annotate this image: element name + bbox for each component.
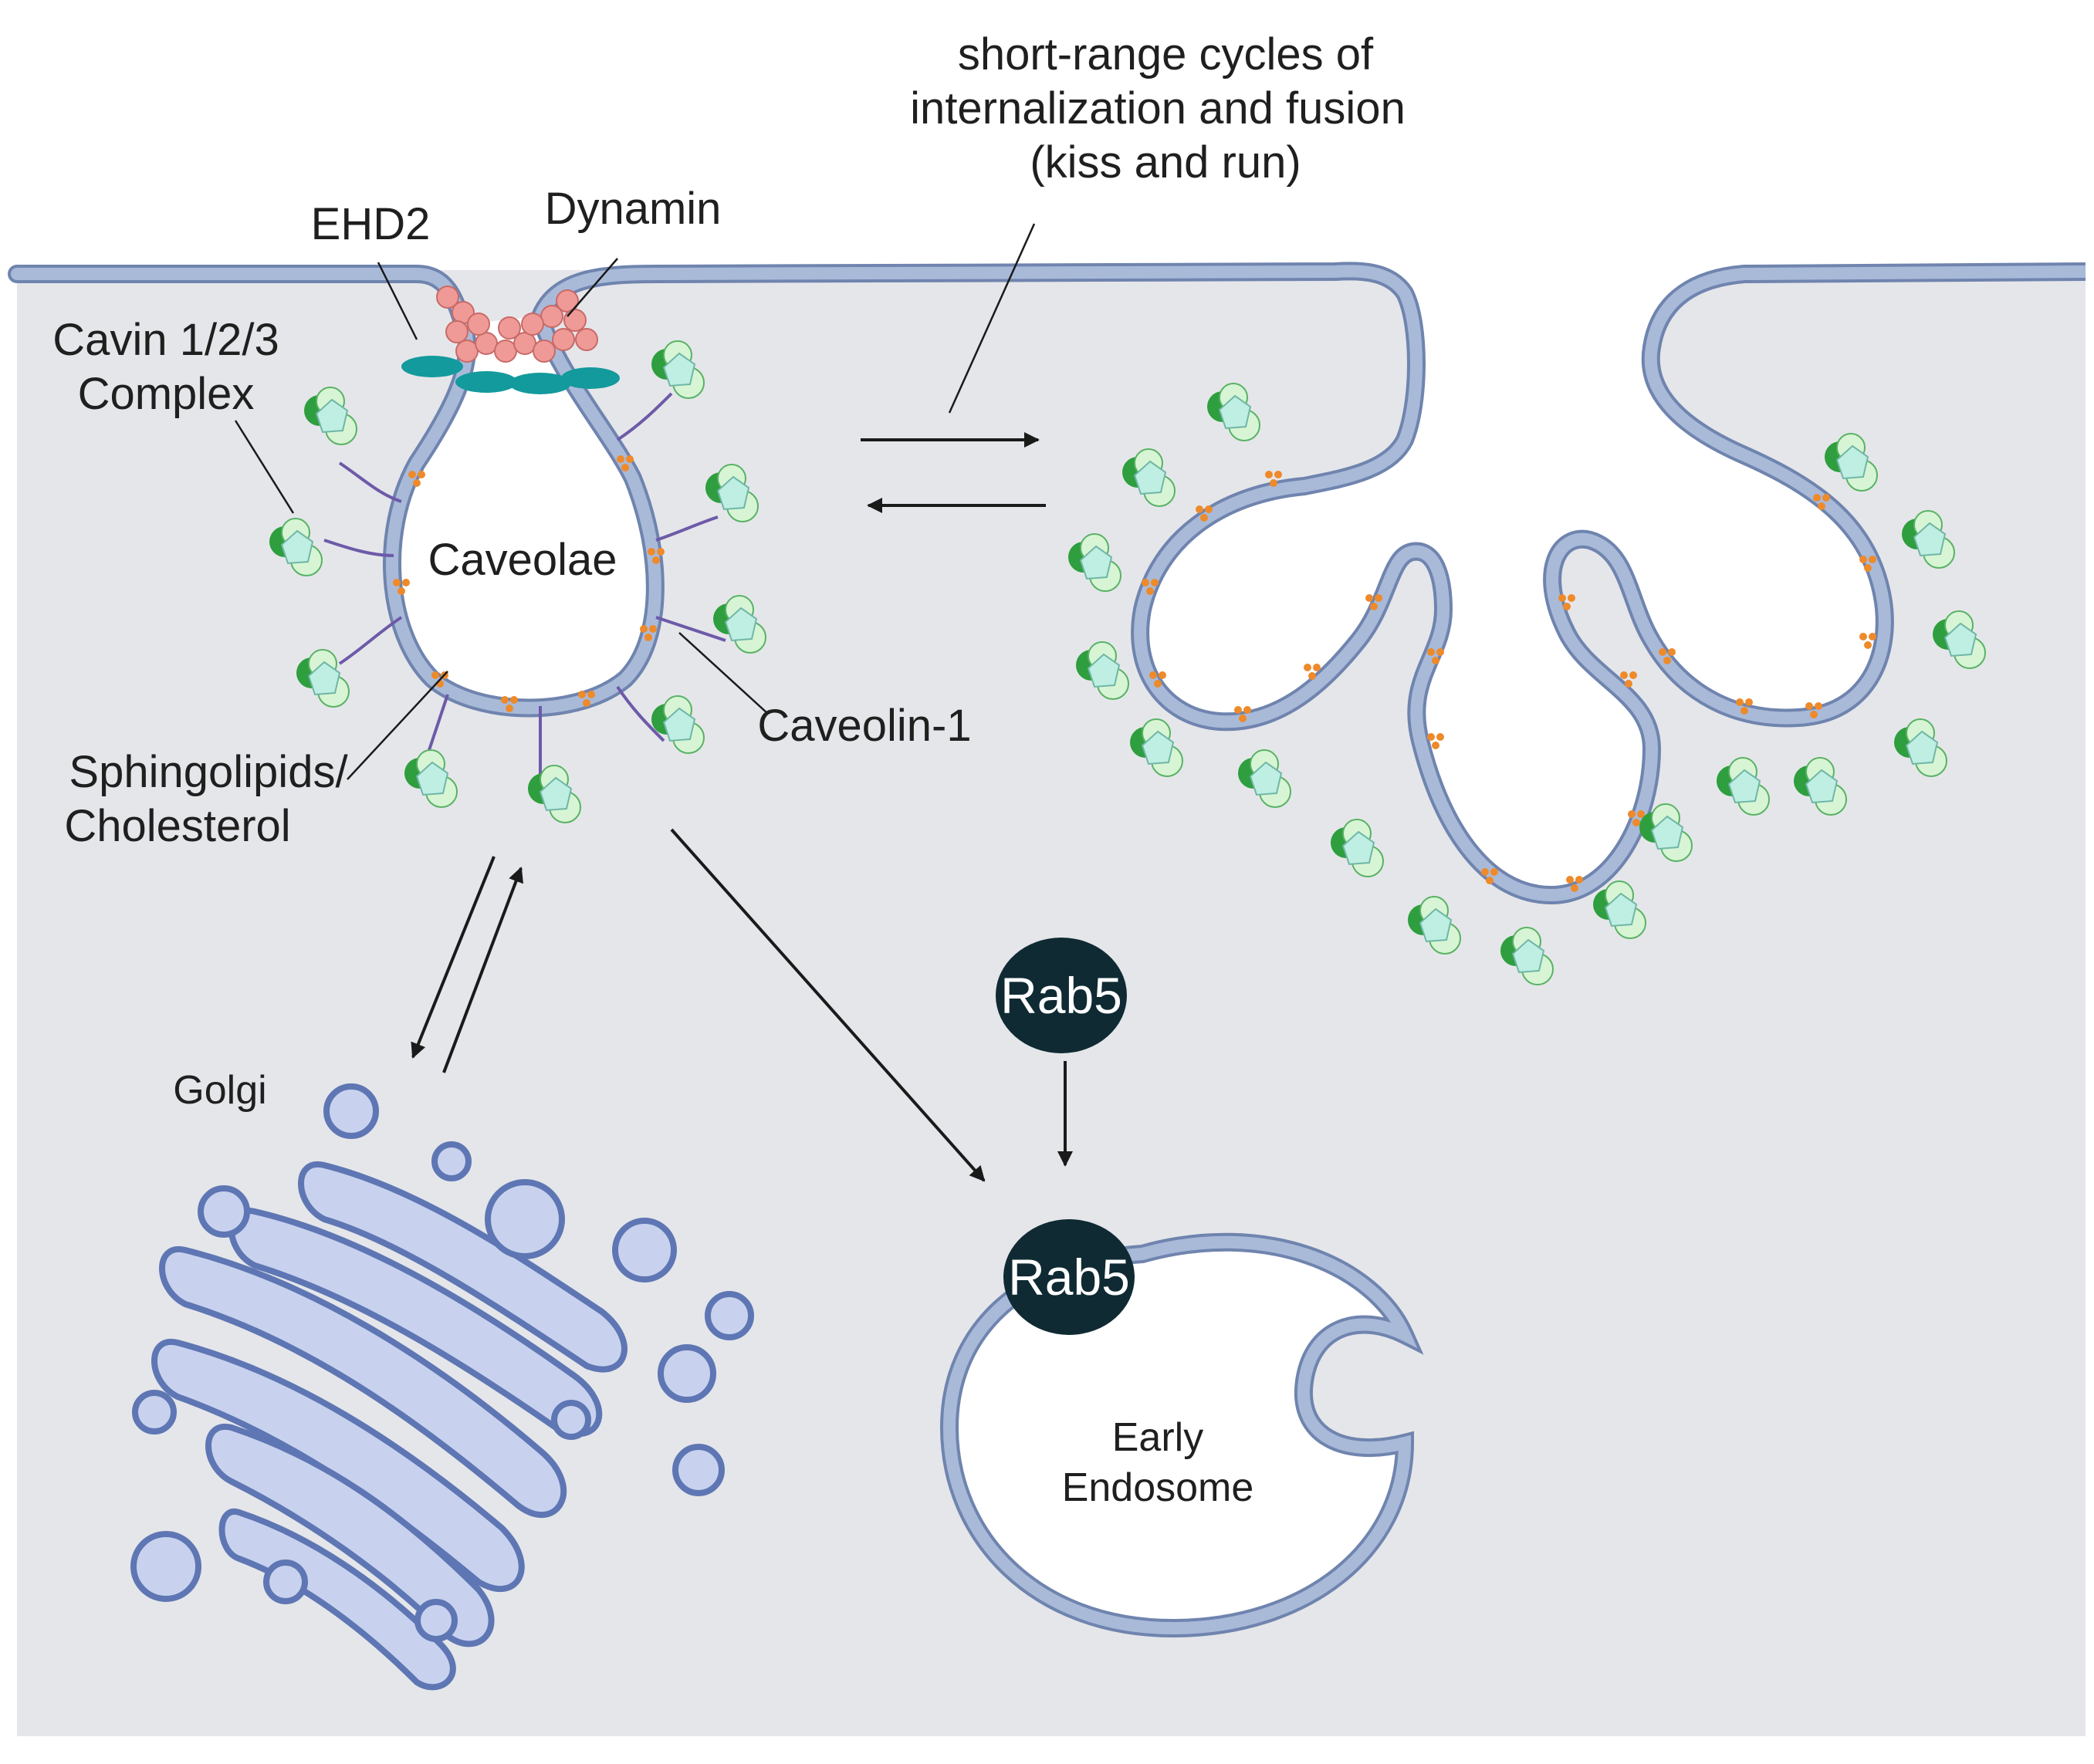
arrow-to-endosome [670, 828, 986, 1182]
early-endosome [939, 1232, 1424, 1638]
plasma-membrane-invagination-space [1140, 0, 2086, 895]
caveolin-1-strands [323, 392, 726, 779]
ehd2-ring [401, 356, 620, 394]
caveolin-label: Caveolin-1 [757, 701, 971, 751]
sphingolipids-label-line1: Sphingolipids/ [69, 747, 348, 797]
golgi-apparatus [130, 1083, 754, 1691]
kiss-run-label-line3: (kiss and run) [1030, 137, 1301, 188]
kiss-run-label-line1: short-range cycles of [958, 29, 1374, 79]
endosome-label-line2: Endosome [1062, 1465, 1254, 1510]
cavin-label-line2: Complex [78, 369, 255, 419]
golgi-label: Golgi [173, 1068, 266, 1113]
kiss-run-label-line2: internalization and fusion [910, 83, 1406, 133]
arrow-from-golgi [442, 867, 524, 1073]
text-labels: short-range cycles of internalization an… [52, 29, 1406, 1510]
dynamin-oligomer [436, 286, 598, 363]
caveola-vesicle [323, 313, 726, 779]
rab5-free-label: Rab5 [1000, 967, 1122, 1024]
cholesterol-label-line2: Cholesterol [64, 801, 290, 851]
rab5-bound-label: Rab5 [1008, 1249, 1130, 1306]
ehd2-label: EHD2 [311, 199, 431, 249]
rab5-bound-badge: Rab5 [1003, 1219, 1135, 1335]
arrow-to-golgi [411, 856, 496, 1059]
arrows [411, 432, 1073, 1182]
cavin-label-line1: Cavin 1/2/3 [52, 315, 279, 365]
leader-lines [234, 223, 1036, 780]
dynamin-label: Dynamin [545, 184, 722, 234]
rab5-free-badge: Rab5 [996, 938, 1127, 1053]
caveolae-label: Caveolae [428, 535, 617, 585]
endosome-label-line1: Early [1112, 1415, 1203, 1460]
